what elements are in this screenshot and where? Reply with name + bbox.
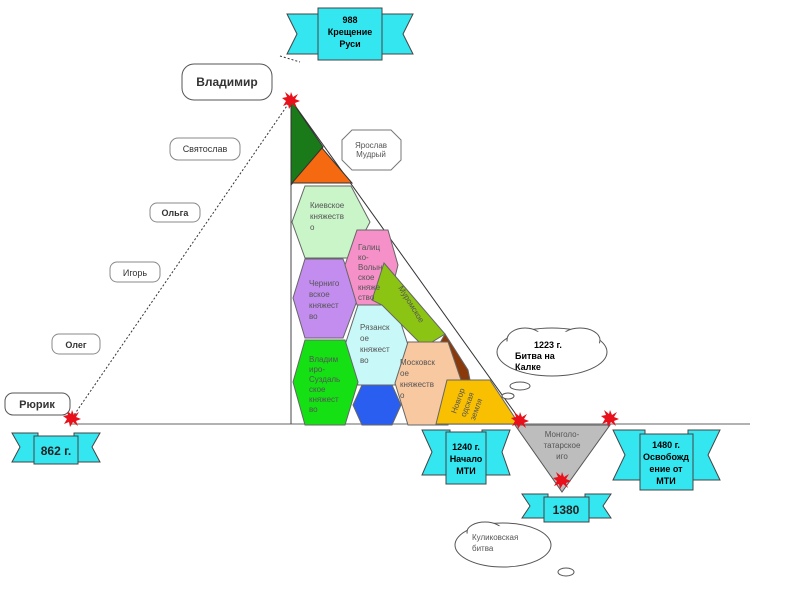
rulers-dotted-line [71,99,292,419]
svg-text:Олег: Олег [65,340,86,350]
blue-territory [352,384,402,426]
svg-text:Рюрик: Рюрик [19,399,55,411]
ruler-vladimir: Владимир [181,63,273,101]
ruler-svyatoslav: Святослав [169,137,241,161]
novgorod-land: Новгородскаяземля [435,379,520,425]
svg-text:Святослав: Святослав [183,144,228,154]
svg-text:862 г.: 862 г. [41,444,72,458]
svg-text:1380: 1380 [553,503,580,517]
ruler-olga: Ольга [149,202,201,223]
banner-1380: 1380 [521,493,612,523]
ruler-rurik: Рюрик [4,392,71,416]
banner-pointer [279,55,301,63]
svg-text:Игорь: Игорь [123,268,148,278]
banner-862: 862 г. [11,432,101,465]
svg-text:Ольга: Ольга [162,208,190,218]
yaroslav-period-triangle [290,147,354,184]
ruler-oleg: Олег [51,333,101,355]
hypotenuse-line [290,99,521,421]
svg-text:Владимир: Владимир [196,75,258,89]
ruler-igor: Игорь [109,261,161,283]
